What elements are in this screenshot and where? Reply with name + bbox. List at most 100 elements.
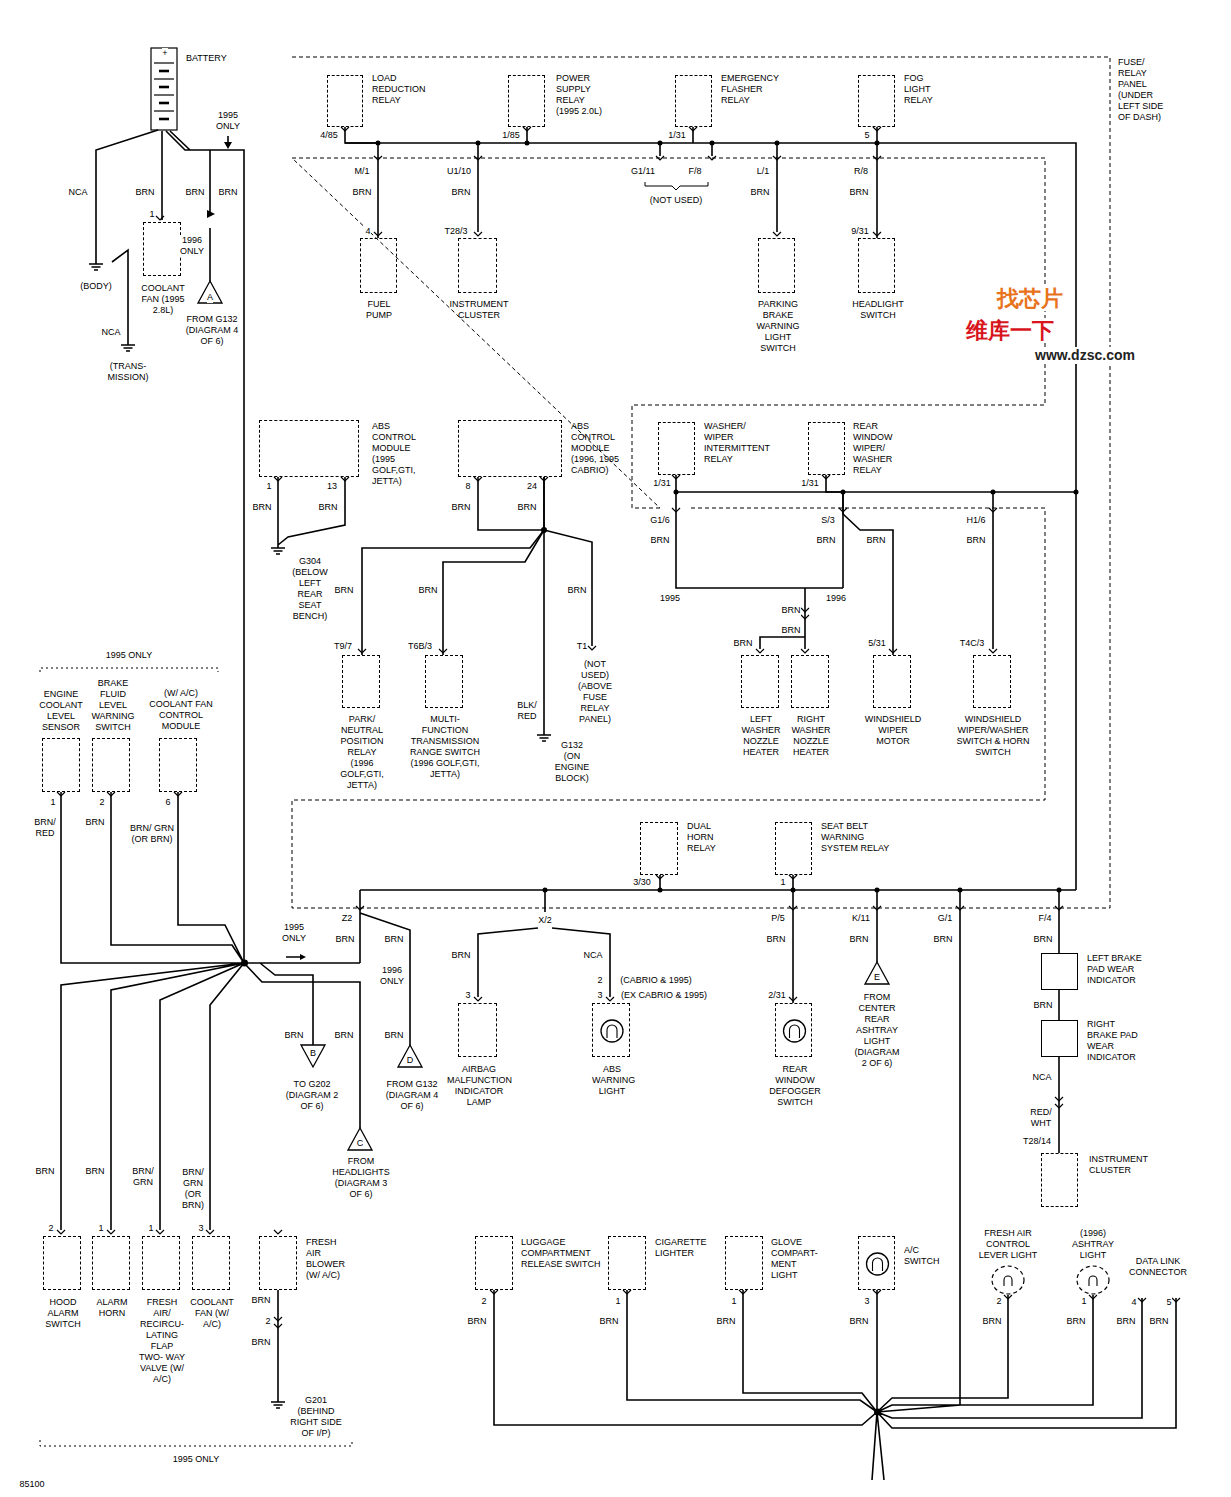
lamp-filament [607,1025,617,1038]
component-label: RIGHT BRAKE PAD WEAR INDICATOR [1087,1019,1147,1063]
wire-label: X/2 [538,915,552,926]
wire-label: G1/11 [631,166,655,177]
wire-label: 3/30 [633,877,651,888]
component-box: LUGGAGE COMPARTMENT RELEASE SWITCH [475,1236,513,1290]
wire-label: BRN [849,187,868,198]
wire-label: BRN [418,585,437,596]
lamp-bulb [867,1253,889,1275]
battery-plate [159,102,169,105]
component-label: FOG LIGHT RELAY [904,73,944,106]
wire-label: 1 [1081,1296,1086,1307]
wire-label: F/8 [688,166,701,177]
wire-label: BRN [251,1295,270,1306]
component-label: POWER SUPPLY RELAY (1995 2.0L) [556,73,606,117]
wire-label: C [357,1138,364,1149]
component-box: COOLANT FAN (W/ A/C) [192,1236,230,1290]
wire-label: BRN [334,585,353,596]
wire-label: G201 (BEHIND RIGHT SIDE OF I/P) [286,1395,346,1439]
wire-label: BRN [1066,1316,1085,1327]
wire-label: 2 [597,975,602,986]
panel-outline [292,57,1110,908]
component-box: (1996) ASHTRAY LIGHT [1075,1265,1111,1295]
wire-label: BRN [185,187,204,198]
wire-label: 4 [365,226,370,237]
wire-label: BRN/ GRN (OR BRN) [130,823,174,845]
wire-connector [345,127,378,238]
wire-label: 1 [731,1296,736,1307]
wire-label: 5 [1166,1297,1171,1308]
component-label: WINDSHIELD WIPER/WASHER SWITCH & HORN SW… [955,714,1031,758]
component-box: FOG LIGHT RELAY [858,75,895,127]
component-box: FRESH AIR BLOWER (W/ A/C) [259,1236,297,1290]
wire-label: 6 [165,797,170,808]
wire-connector [1058,1057,1060,1153]
component-label: PARKING BRAKE WARNING LIGHT SWITCH [753,299,803,354]
wire-label: BLK/ RED [513,700,541,722]
component-box: A/C SWITCH [858,1236,895,1290]
battery-plate [159,118,169,121]
component-box: RIGHT BRAKE PAD WEAR INDICATOR [1041,1020,1078,1057]
component-label: FRESH AIR BLOWER (W/ A/C) [306,1237,350,1281]
wire-label: 1 [149,209,154,220]
watermark: 维库一下 [966,318,1054,343]
wire-label: T28/14 [1023,1136,1051,1147]
component-label: LEFT BRAKE PAD WEAR INDICATOR [1087,953,1147,986]
component-box: SEAT BELT WARNING SYSTEM RELAY [775,822,812,875]
wire-label: BRN [218,187,237,198]
component-box: (W/ A/C) COOLANT FAN CONTROL MODULE [159,738,197,792]
wire-label: (NOT USED) [650,195,702,206]
wire-label: 24 [527,481,537,492]
component-box: GLOVE COMPART- MENT LIGHT [725,1236,763,1290]
wire-label: BRN [599,1316,618,1327]
watermark: 找芯片 [997,286,1063,311]
component-label: FUSE/ RELAY PANEL (UNDER LEFT SIDE OF DA… [1118,57,1164,123]
component-label: HEADLIGHT SWITCH [848,299,908,321]
wire-label: BRN [766,934,785,945]
wire-label: 1/31 [668,130,686,141]
component-box: PARK/ NEUTRAL POSITION RELAY (1996 GOLF,… [342,655,380,708]
component-box: REAR WINDOW WIPER/ WASHER RELAY [808,422,845,475]
ground-symbol [89,264,551,1408]
wire-label: 85100 [19,1479,44,1490]
component-label: GLOVE COMPART- MENT LIGHT [771,1237,821,1281]
wire-label: BRN [982,1316,1001,1327]
wire-label: L/1 [757,166,770,177]
component-box: HEADLIGHT SWITCH [858,238,895,293]
wire-label: 1996 [826,593,846,604]
wire-connector [792,875,794,1003]
component-box: ENGINE COOLANT LEVEL SENSOR [42,738,80,792]
lamp-bulb [992,1266,1024,1294]
component-label: ABS CONTROL MODULE (1996, 1995 CABRIO) [571,421,621,476]
battery-plate [154,110,174,111]
wire-label: BRN [135,187,154,198]
component-label: EMERGENCY FLASHER RELAY [721,73,785,106]
wire-label: 1/85 [502,130,520,141]
wire-label: 1996 ONLY [179,235,205,257]
wire-label: BRN [334,1030,353,1041]
wire-label: BRN [1149,1316,1168,1327]
lamp-filament [1004,1276,1012,1286]
component-box: LOAD REDUCTION RELAY [327,75,363,127]
wire-label: FROM HEADLIGHTS (DIAGRAM 3 OF 6) [329,1156,393,1200]
wire-label: 3 [465,990,470,1001]
wire-label: 1 [98,1223,103,1234]
component-box: FRESH AIR CONTROL LEVER LIGHT [990,1265,1026,1295]
wire-label: 1995 ONLY [106,650,152,661]
wire-label: F/4 [1038,913,1051,924]
watermark: www.dzsc.com [1035,347,1135,364]
wire-label: BRN/ GRN (OR BRN) [179,1167,207,1211]
wire-label: BRN [85,1166,104,1177]
wire-label: BRN [781,625,800,636]
component-box: LEFT BRAKE PAD WEAR INDICATOR [1041,953,1078,990]
component-label: REAR WINDOW WIPER/ WASHER RELAY [853,421,903,476]
wire-label: BRN [849,1316,868,1327]
wire-label: 1995 ONLY [173,1454,219,1465]
wire-label: BRN [1116,1316,1135,1327]
component-box: EMERGENCY FLASHER RELAY [675,75,712,127]
component-label: DUAL HORN RELAY [687,821,727,854]
lamp-symbol [859,1237,896,1291]
pin-connector [57,127,1180,1328]
year-bracket [40,668,352,1446]
